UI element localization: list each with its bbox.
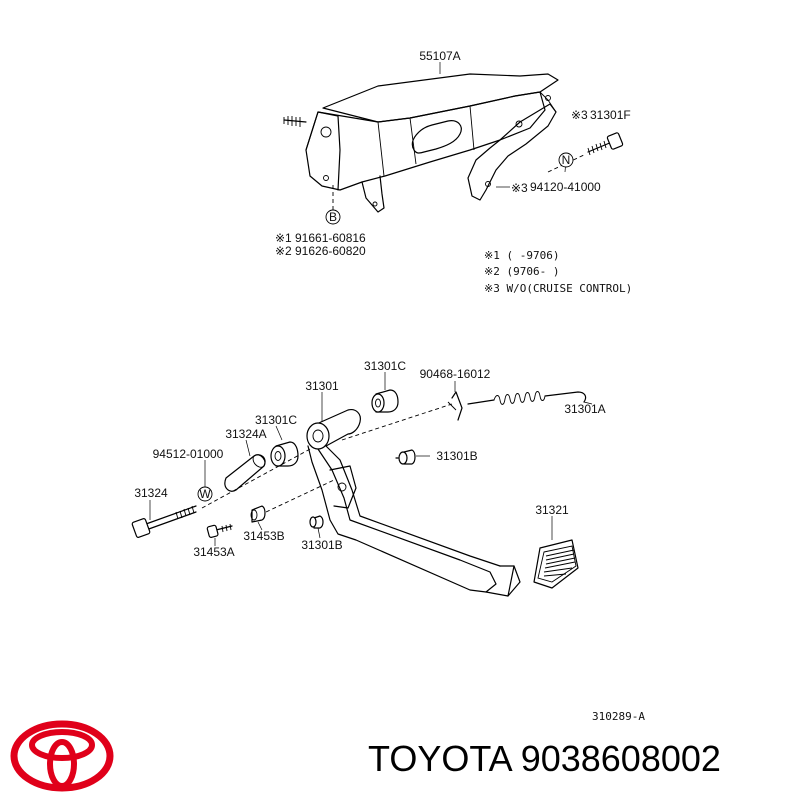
return-spring: [467, 391, 587, 405]
svg-text:W: W: [199, 487, 211, 501]
drawing-number: 310289-A: [592, 710, 645, 723]
toyota-logo-icon: [10, 720, 114, 792]
label-31301: 31301: [305, 379, 339, 393]
label-31324a: 31324A: [225, 427, 266, 441]
mark-3-b: ※3: [511, 181, 528, 195]
bushing-31301c-top: [371, 389, 399, 413]
label-31324: 31324: [134, 486, 168, 500]
pedal-bracket: [283, 73, 559, 213]
bushing-31301c-mid: [270, 441, 299, 467]
circle-marker-n: N: [558, 152, 574, 168]
label-31301f: 31301F: [590, 108, 631, 122]
svg-text:B: B: [329, 210, 337, 224]
label-31301c-mid: 31301C: [255, 413, 297, 427]
label-31453b: 31453B: [243, 529, 284, 543]
pivot-bolt: [131, 505, 197, 538]
svg-text:N: N: [562, 153, 571, 167]
note-1: ※1 ( -9706): [484, 249, 559, 262]
cushion-31301b-upper: [395, 449, 416, 465]
circle-marker-b: B: [325, 209, 341, 225]
label-31321: 31321: [535, 503, 569, 517]
clip: [447, 391, 463, 421]
label-94120-41000: 94120-41000: [530, 180, 601, 194]
label-31301c-top: 31301C: [364, 359, 406, 373]
screw-31453b: [250, 505, 266, 523]
screw-31453a: [206, 523, 233, 538]
stopper-31301b-lower: [309, 515, 324, 529]
bushing-31324a: [224, 454, 266, 492]
label-31301b-upper: 31301B: [436, 449, 477, 463]
pedal-pad: [533, 539, 579, 589]
mark-3-a: ※3: [571, 108, 588, 122]
label-31301b-lower: 31301B: [301, 538, 342, 552]
mark-1: ※1: [275, 231, 292, 245]
note-3: ※3 W/O(CRUISE CONTROL): [484, 282, 632, 295]
note-2: ※2 (9706- ): [484, 265, 559, 278]
mark-2: ※2: [275, 244, 292, 258]
label-91626-60820: 91626-60820: [295, 244, 366, 258]
pin-axis: [265, 479, 335, 513]
bolt-31301f: [587, 132, 624, 156]
label-31453a: 31453A: [193, 545, 234, 559]
label-55107a: 55107A: [419, 49, 460, 63]
spring-axis: [341, 403, 453, 441]
pedal-arm: [306, 409, 521, 597]
brand-part-number: TOYOTA 9038608002: [368, 738, 721, 779]
label-94512-01000: 94512-01000: [153, 447, 224, 461]
circle-marker-w: W: [197, 486, 213, 502]
label-90468-16012: 90468-16012: [420, 367, 491, 381]
label-91661-60816: 91661-60816: [295, 231, 366, 245]
label-31301a: 31301A: [564, 402, 605, 416]
